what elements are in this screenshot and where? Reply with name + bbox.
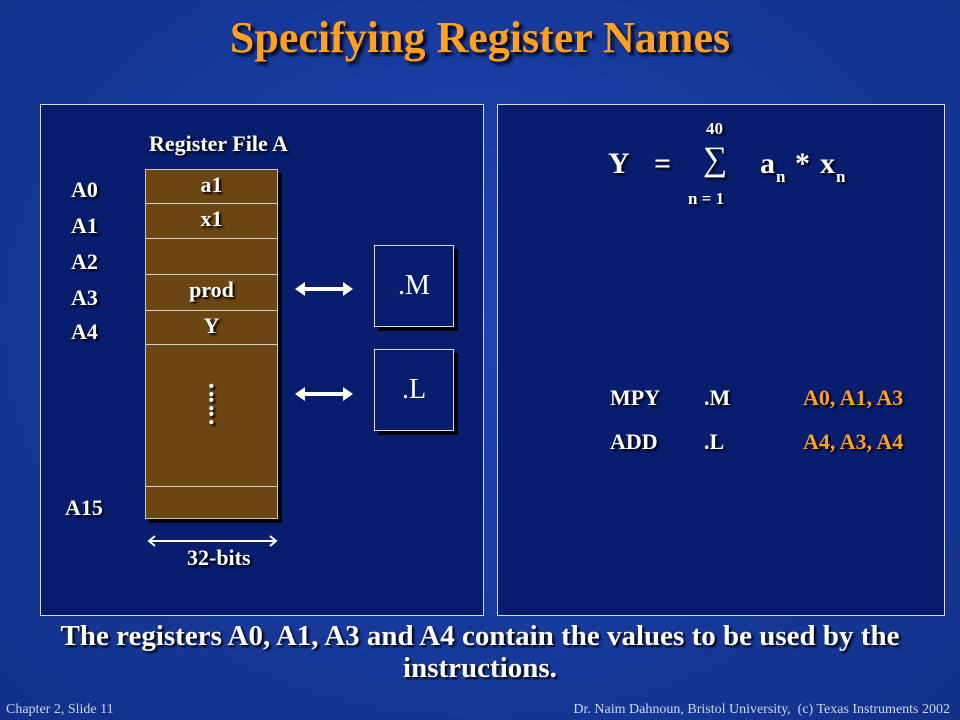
register-cell-a0: a1 bbox=[200, 172, 223, 197]
instruction-panel: 40 Y = ∑ a n * x n n = 1 MPY .M A0, A1, … bbox=[497, 104, 945, 616]
register-width-label: 32-bits bbox=[187, 545, 251, 570]
equation-lhs: Y bbox=[608, 147, 630, 180]
instruction-2-opcode: ADD bbox=[610, 429, 658, 454]
instruction-2-operands: A4, A3, A4 bbox=[803, 429, 904, 454]
sum-lower-limit: n = 1 bbox=[688, 189, 725, 208]
register-file-label: Register File A bbox=[149, 131, 288, 156]
register-cell-a3: prod bbox=[146, 274, 277, 310]
register-cell-a15 bbox=[146, 486, 277, 518]
instruction-1-opcode: MPY bbox=[610, 385, 661, 410]
ellipsis-dot: : bbox=[207, 401, 216, 430]
register-name-a1: A1 bbox=[71, 213, 98, 238]
width-arrow-icon bbox=[147, 535, 278, 547]
register-name-a15: A15 bbox=[65, 495, 103, 520]
register-name-a0: A0 bbox=[71, 177, 98, 202]
sigma-icon: ∑ bbox=[703, 141, 728, 178]
register-cell-range: : : : bbox=[146, 344, 277, 486]
equation-a-subscript: n bbox=[776, 167, 786, 186]
register-file-block: a1 x1 prod Y : : : bbox=[145, 169, 278, 519]
unit-l-dot: . bbox=[401, 374, 409, 405]
slide-caption: The registers A0, A1, A3 and A4 contain … bbox=[60, 620, 900, 684]
equation-times: * bbox=[795, 147, 810, 180]
instruction-1-operands: A0, A1, A3 bbox=[803, 385, 904, 410]
equation-equals: = bbox=[654, 147, 672, 180]
double-arrow-icon bbox=[295, 387, 353, 401]
register-file-panel: Register File A A0 A1 A2 A3 A4 A15 a1 x1… bbox=[40, 104, 484, 616]
unit-m-dot: . bbox=[398, 270, 406, 301]
equation-x-subscript: n bbox=[836, 167, 846, 186]
double-arrow-icon bbox=[295, 282, 353, 296]
ellipsis-dot: : bbox=[207, 373, 216, 402]
equation-a: a bbox=[760, 147, 775, 180]
register-name-a2: A2 bbox=[71, 249, 98, 274]
instruction-2-unit: .L bbox=[704, 429, 725, 454]
ellipsis-dot: : bbox=[207, 387, 216, 416]
register-cell-a1: x1 bbox=[146, 203, 277, 238]
footer-credit: Dr. Naim Dahnoun, Bristol University, (c… bbox=[573, 702, 950, 717]
sum-upper-limit: 40 bbox=[706, 119, 723, 138]
unit-m-box: .M bbox=[374, 245, 454, 327]
register-name-a3: A3 bbox=[71, 285, 98, 310]
register-name-a4: A4 bbox=[71, 319, 98, 344]
equation-x: x bbox=[820, 147, 835, 180]
instruction-1-unit: .M bbox=[704, 385, 731, 410]
register-cell-a2 bbox=[146, 238, 277, 274]
unit-m-label: M bbox=[405, 270, 430, 301]
unit-l-label: L bbox=[408, 374, 427, 405]
footer-chapter: Chapter 2, Slide 11 bbox=[6, 702, 114, 717]
unit-l-box: .L bbox=[374, 349, 454, 431]
register-cell-a4: Y bbox=[146, 310, 277, 344]
slide-title: Specifying Register Names bbox=[229, 13, 731, 62]
